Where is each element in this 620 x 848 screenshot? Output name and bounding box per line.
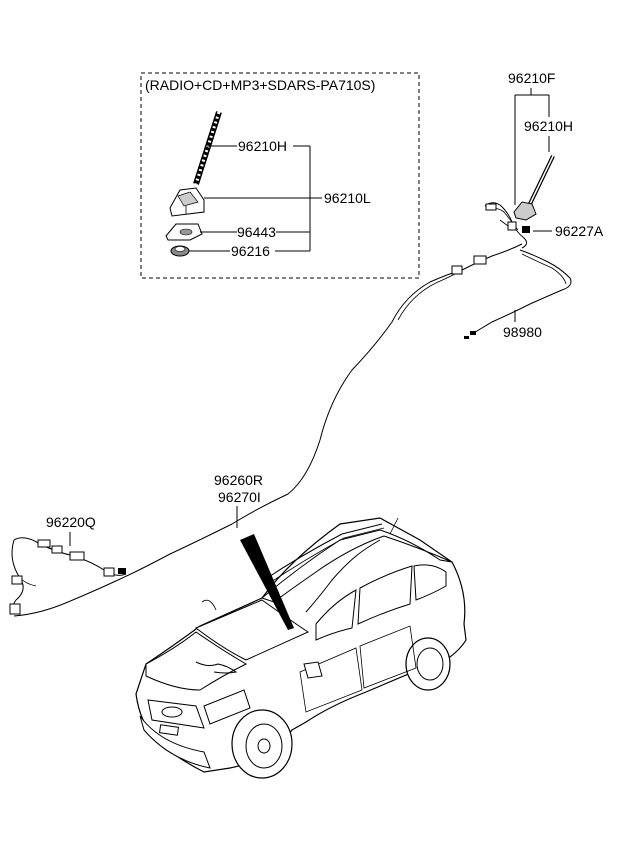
label-96270I: 96270I bbox=[218, 489, 261, 505]
kit-leader-lines bbox=[189, 145, 322, 252]
label-96210L: 96210L bbox=[324, 190, 371, 206]
label-96443: 96443 bbox=[237, 224, 276, 240]
label-96210H-roof: 96210H bbox=[524, 118, 573, 134]
pointer-wedge bbox=[240, 534, 294, 630]
label-98980: 98980 bbox=[503, 324, 542, 340]
label-96216: 96216 bbox=[231, 243, 270, 259]
cable-98980 bbox=[464, 249, 572, 339]
label-96260R: 96260R bbox=[214, 472, 263, 488]
gasket-part bbox=[165, 223, 203, 241]
antenna-base-kit bbox=[169, 187, 205, 217]
nut-part bbox=[170, 245, 190, 257]
antenna-whip-kit bbox=[193, 111, 222, 185]
roof-antenna-leaders bbox=[514, 88, 552, 322]
vehicle-suv bbox=[135, 517, 467, 779]
label-96210F: 96210F bbox=[508, 70, 555, 86]
label-96227A: 96227A bbox=[555, 223, 604, 239]
roof-antenna-base bbox=[513, 201, 537, 233]
label-96220Q: 96220Q bbox=[46, 514, 96, 530]
kit-box bbox=[140, 72, 420, 279]
label-96210H-kit: 96210H bbox=[238, 138, 287, 154]
kit-title: (RADIO+CD+MP3+SDARS-PA710S) bbox=[145, 77, 375, 93]
main-cable bbox=[13, 243, 523, 617]
roof-antenna-mast bbox=[526, 155, 555, 209]
left-harness bbox=[9, 537, 127, 615]
roof-harness bbox=[484, 202, 528, 249]
